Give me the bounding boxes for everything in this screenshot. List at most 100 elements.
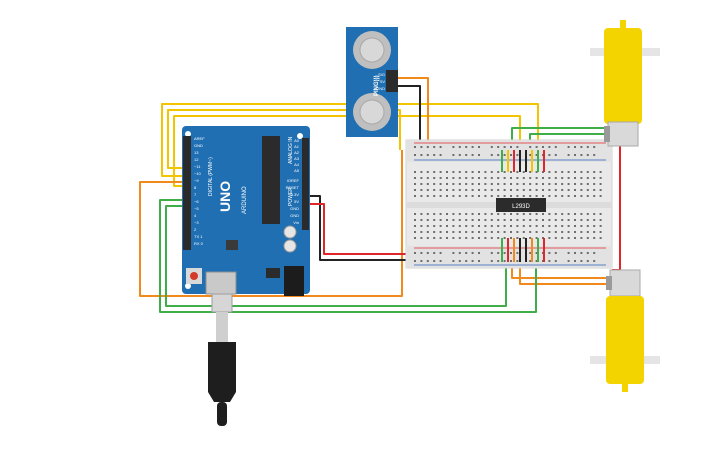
breadboard-hole: [510, 195, 512, 197]
breadboard-hole: [471, 231, 474, 233]
breadboard-hole: [580, 231, 583, 233]
breadboard-hole: [452, 154, 455, 156]
pin-label: ~9: [194, 178, 199, 183]
breadboard-hole: [586, 177, 589, 179]
breadboard-hole: [497, 177, 500, 179]
breadboard-hole: [529, 177, 532, 179]
breadboard-hole: [516, 237, 519, 239]
breadboard-hole: [458, 252, 461, 254]
breadboard-hole: [497, 195, 500, 197]
breadboard-hole: [420, 225, 423, 227]
breadboard-hole: [554, 213, 557, 215]
breadboard-hole: [554, 146, 557, 148]
breadboard-hole: [548, 154, 551, 156]
pin-label: ~5: [194, 206, 199, 211]
breadboard-hole: [548, 260, 551, 262]
breadboard-hole: [529, 195, 532, 197]
breadboard-hole: [529, 146, 532, 148]
breadboard-hole: [478, 231, 480, 233]
breadboard-hole: [420, 231, 423, 233]
breadboard-hole: [465, 177, 468, 179]
breadboard-hole: [548, 195, 551, 197]
breadboard-hole: [446, 225, 448, 227]
breadboard-hole: [497, 219, 500, 221]
breadboard-hole: [478, 195, 480, 197]
breadboard-hole: [420, 171, 423, 173]
breadboard-hole: [484, 231, 487, 233]
wire-black-gnd: [306, 195, 416, 261]
pin-label: AREF: [194, 136, 205, 141]
breadboard-hole: [516, 146, 519, 148]
breadboard-hole: [458, 189, 461, 191]
breadboard-hole: [465, 171, 468, 173]
breadboard-hole: [452, 225, 455, 227]
breadboard-hole: [554, 225, 557, 227]
breadboard-hole: [516, 177, 519, 179]
breadboard-hole: [426, 177, 429, 179]
breadboard-hole: [420, 146, 423, 148]
breadboard-hole: [586, 213, 589, 215]
breadboard-hole: [452, 237, 455, 239]
breadboard-hole: [484, 189, 487, 191]
reset-button[interactable]: [190, 272, 198, 280]
breadboard-hole: [574, 225, 576, 227]
breadboard-hole: [414, 177, 416, 179]
capacitor: [283, 225, 297, 239]
breadboard-hole: [458, 177, 461, 179]
breadboard-hole: [490, 225, 493, 227]
breadboard-hole: [580, 177, 583, 179]
breadboard-hole: [420, 154, 423, 156]
breadboard-hole: [554, 260, 557, 262]
pin-label: A3: [294, 156, 300, 161]
breadboard-hole: [593, 183, 596, 185]
breadboard-hole: [542, 231, 544, 233]
breadboard-hole: [580, 195, 583, 197]
breadboard-hole: [516, 252, 519, 254]
breadboard-hole: [420, 183, 423, 185]
pin-label: 13: [194, 150, 199, 155]
breadboard-hole: [593, 195, 596, 197]
breadboard-hole: [465, 213, 468, 215]
breadboard-hole: [516, 225, 519, 227]
regulator: [266, 268, 280, 278]
breadboard-hole: [599, 219, 602, 221]
breadboard-hole: [574, 146, 576, 148]
breadboard-hole: [452, 183, 455, 185]
breadboard-hole: [510, 237, 512, 239]
breadboard-hole: [478, 213, 480, 215]
motor-gearbox-tip: [620, 20, 626, 30]
breadboard-hole: [433, 225, 436, 227]
breadboard-hole: [446, 195, 448, 197]
breadboard-hole: [586, 171, 589, 173]
breadboard-hole: [433, 237, 436, 239]
breadboard-hole: [458, 231, 461, 233]
breadboard-hole: [516, 171, 519, 173]
breadboard-hole: [414, 231, 416, 233]
breadboard-hole: [561, 183, 564, 185]
motor-terminal: [604, 126, 610, 142]
breadboard-hole: [554, 154, 557, 156]
breadboard-hole: [465, 146, 468, 148]
pin-label: RESET: [286, 185, 300, 190]
breadboard-hole: [433, 219, 436, 221]
sensor-pin-label: 5V: [380, 79, 385, 84]
breadboard-hole: [420, 252, 423, 254]
pin-label: GND: [290, 213, 299, 218]
breadboard-hole: [433, 252, 436, 254]
pin-label: A5: [294, 168, 300, 173]
breadboard-hole: [439, 225, 442, 227]
breadboard-hole: [426, 146, 429, 148]
breadboard-hole: [593, 260, 596, 262]
breadboard-hole: [554, 231, 557, 233]
breadboard-hole: [599, 189, 602, 191]
dc-motor-bottom: [590, 269, 660, 392]
breadboard-hole: [471, 171, 474, 173]
breadboard-hole: [574, 231, 576, 233]
pin-label: A2: [294, 150, 300, 155]
breadboard-hole: [593, 252, 596, 254]
pin-label: 7: [194, 192, 197, 197]
brand-label: ARDUINO: [242, 186, 248, 214]
breadboard-hole: [503, 219, 506, 221]
usb-cord: [217, 402, 227, 426]
